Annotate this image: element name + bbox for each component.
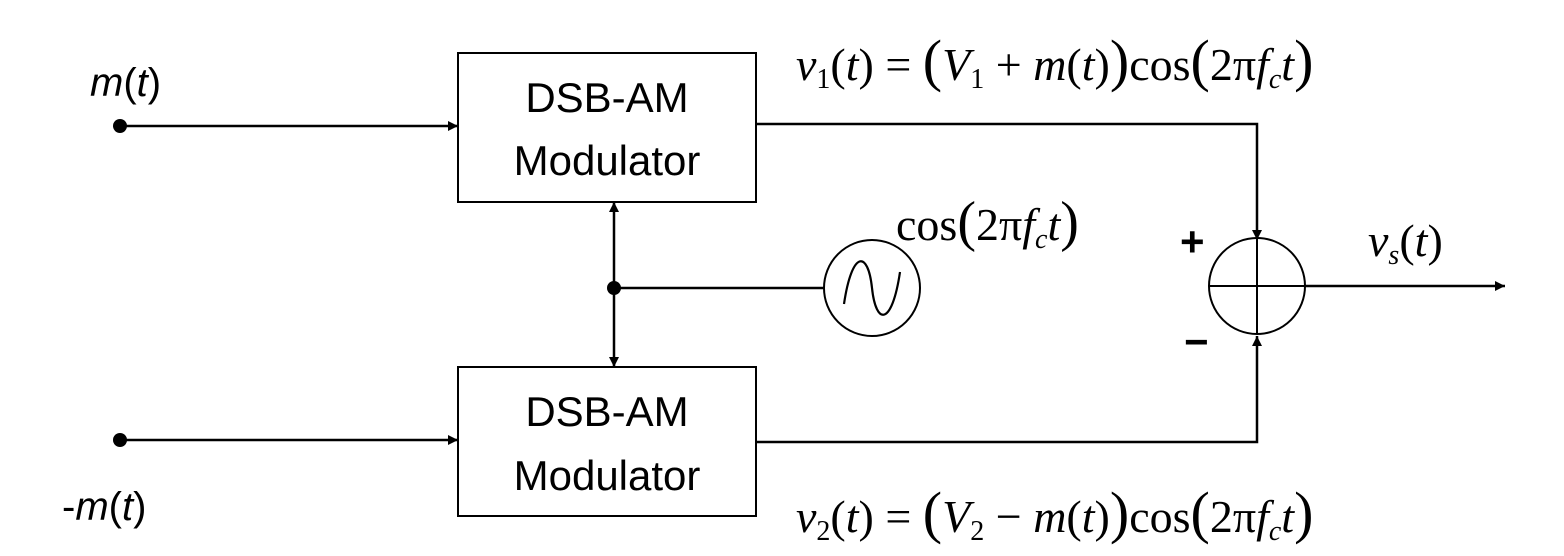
modulator-top: DSB-AM Modulator — [457, 52, 757, 203]
modulator-bottom-line1: DSB-AM — [525, 388, 688, 435]
modulator-bottom: DSB-AM Modulator — [457, 366, 757, 517]
input-label-bottom: -m(t) — [62, 485, 146, 529]
summing-junction — [1208, 237, 1306, 335]
output-label: vs(t) — [1368, 215, 1443, 271]
v1-wire — [756, 122, 1262, 240]
v2-equation: v2(t) = (V2 − m(t))cos(2πfct) — [796, 480, 1313, 547]
modulator-top-line2: Modulator — [514, 137, 701, 184]
input-label-top: m(t) — [90, 61, 161, 105]
modulator-top-line1: DSB-AM — [525, 74, 688, 121]
oscillator — [823, 239, 921, 337]
plus-sign: + — [1180, 218, 1205, 265]
oscillator-label: cos(2πfct) — [896, 191, 1079, 255]
minus-sign: − — [1184, 318, 1209, 365]
modulator-bottom-line2: Modulator — [514, 452, 701, 499]
v2-wire — [756, 336, 1262, 444]
sine-wave-icon — [842, 260, 902, 316]
v1-equation: v1(t) = (V1 + m(t))cos(2πfct) — [796, 28, 1313, 95]
